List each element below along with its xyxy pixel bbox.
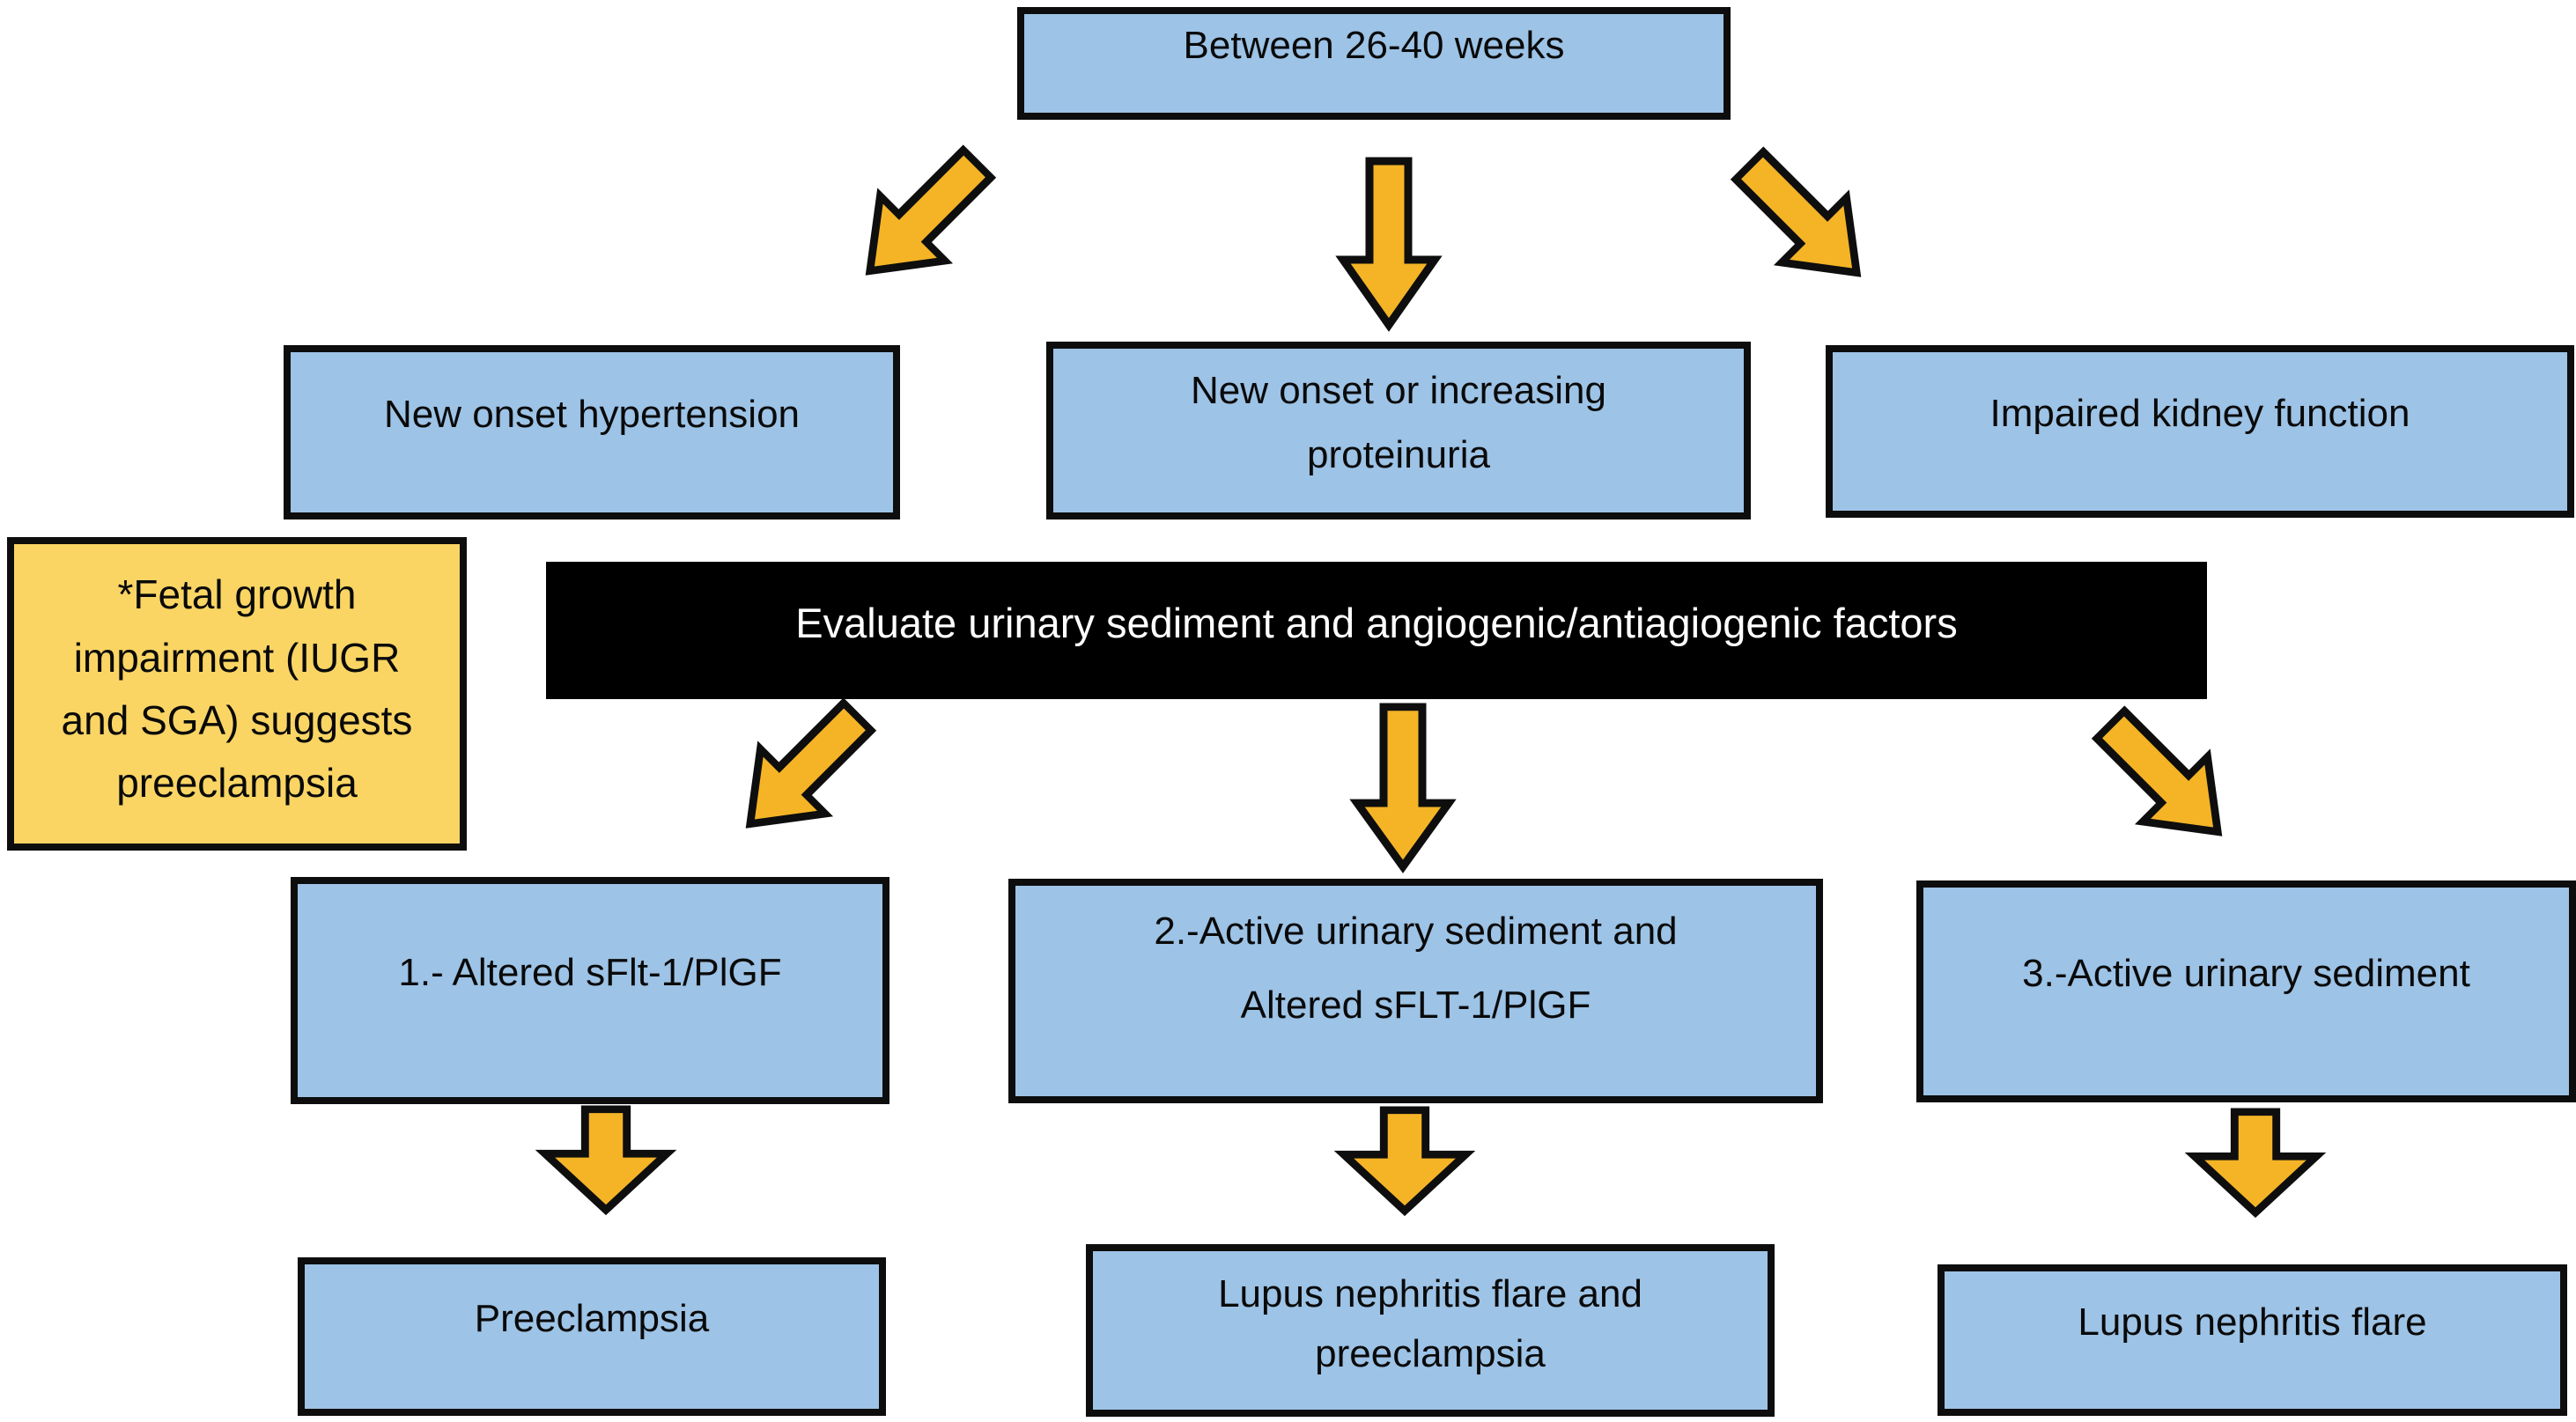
- node-label: 3.-Active urinary sediment: [2022, 952, 2470, 996]
- banner-label: Evaluate urinary sediment and angiogenic…: [795, 599, 1958, 646]
- node-label-line1: Lupus nephritis flare and: [1218, 1271, 1642, 1315]
- block-arrow-down: [2184, 1107, 2327, 1219]
- block-arrow-down-left: [828, 123, 1018, 313]
- node-label-line2: Altered sFLT-1/PlGF: [1240, 983, 1591, 1027]
- node-label: Preeclampsia: [474, 1297, 710, 1341]
- node-label-line1: New onset or increasing: [1190, 369, 1606, 413]
- node-label: Impaired kidney function: [1989, 392, 2410, 436]
- node-new-onset-hypertension: New onset hypertension: [284, 345, 900, 519]
- node-label-line2: proteinuria: [1307, 433, 1490, 476]
- node-active-urinary-sediment: 3.-Active urinary sediment: [1916, 880, 2576, 1102]
- node-label-line2: preeclampsia: [1315, 1332, 1546, 1375]
- note-line1: *Fetal growth: [117, 571, 357, 618]
- node-label-line1: 2.-Active urinary sediment and: [1154, 909, 1678, 953]
- block-arrow-down: [1333, 1105, 1476, 1217]
- node-active-sediment-and-altered-sflt: 2.-Active urinary sediment and Altered s…: [1008, 879, 1823, 1103]
- block-arrow-down-left: [708, 676, 898, 866]
- block-arrow-down: [1335, 156, 1443, 332]
- block-arrow-down: [1349, 702, 1457, 873]
- node-label: New onset hypertension: [383, 393, 801, 437]
- node-label: Lupus nephritis flare: [2078, 1300, 2427, 1345]
- note-fetal-growth-impairment: *Fetal growth impairment (IUGR and SGA) …: [7, 537, 467, 851]
- node-lupus-nephritis-flare-and-preeclampsia: Lupus nephritis flare and preeclampsia: [1086, 1244, 1775, 1417]
- node-preeclampsia: Preeclampsia: [298, 1257, 886, 1416]
- node-label: Between 26-40 weeks: [1183, 24, 1565, 68]
- node-label: 1.- Altered sFlt-1/PlGF: [398, 951, 782, 995]
- block-arrow-down-right: [2070, 684, 2260, 874]
- note-line3: and SGA) suggests: [61, 697, 413, 743]
- note-line2: impairment (IUGR: [73, 634, 401, 681]
- banner-evaluate-urinary-sediment: Evaluate urinary sediment and angiogenic…: [546, 562, 2207, 699]
- node-new-onset-or-increasing-proteinuria: New onset or increasing proteinuria: [1046, 342, 1751, 519]
- node-altered-sflt1-plgf: 1.- Altered sFlt-1/PlGF: [291, 877, 889, 1104]
- block-arrow-down-right: [1709, 125, 1899, 315]
- block-arrow-down: [535, 1104, 677, 1216]
- node-impaired-kidney-function: Impaired kidney function: [1826, 345, 2574, 518]
- node-lupus-nephritis-flare: Lupus nephritis flare: [1938, 1264, 2567, 1416]
- node-between-26-40-weeks: Between 26-40 weeks: [1017, 7, 1731, 120]
- note-line4: preeclampsia: [116, 760, 358, 807]
